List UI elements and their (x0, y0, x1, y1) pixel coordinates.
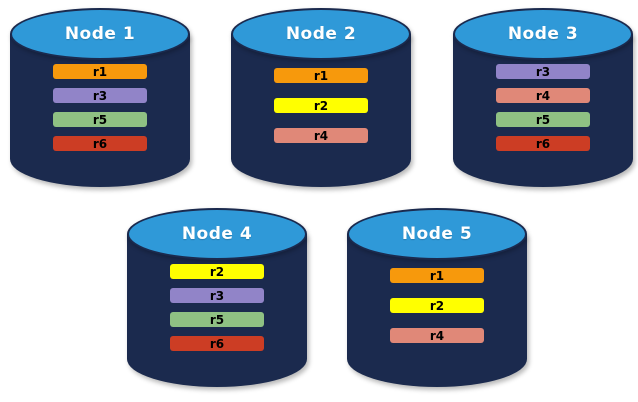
replica-label: r6 (92, 136, 108, 151)
node-5-cylinder-top: Node 5 (347, 208, 527, 260)
node-1[interactable]: Node 1 r1 r3 r5 r6 (10, 8, 190, 187)
replica-label: r2 (429, 298, 445, 313)
node-5-title: Node 5 (401, 224, 473, 244)
replica-bar-r5[interactable]: r5 (496, 112, 590, 127)
replica-bar-r3[interactable]: r3 (53, 88, 147, 103)
node-3-title: Node 3 (507, 24, 579, 44)
node-3[interactable]: Node 3 r3 r4 r5 r6 (453, 8, 633, 187)
node-3-replica-stack: r3 r4 r5 r6 (453, 64, 633, 151)
node-4-cylinder-top: Node 4 (127, 208, 307, 260)
node-1-replica-stack: r1 r3 r5 r6 (10, 64, 190, 151)
replica-label: r5 (92, 112, 108, 127)
replica-bar-r3[interactable]: r3 (496, 64, 590, 79)
replica-label: r5 (535, 112, 551, 127)
replica-label: r4 (535, 88, 551, 103)
replica-bar-r1[interactable]: r1 (390, 268, 484, 283)
replica-bar-r4[interactable]: r4 (390, 328, 484, 343)
replica-label: r6 (535, 136, 551, 151)
replica-label: r3 (209, 288, 225, 303)
replica-bar-r1[interactable]: r1 (53, 64, 147, 79)
replica-bar-r4[interactable]: r4 (274, 128, 368, 143)
replica-bar-r2[interactable]: r2 (274, 98, 368, 113)
replica-label: r1 (429, 268, 445, 283)
replica-bar-r2[interactable]: r2 (390, 298, 484, 313)
replica-bar-r6[interactable]: r6 (170, 336, 264, 351)
replica-bar-r4[interactable]: r4 (496, 88, 590, 103)
node-4[interactable]: Node 4 r2 r3 r5 r6 (127, 208, 307, 387)
replica-bar-r1[interactable]: r1 (274, 68, 368, 83)
node-2-title: Node 2 (285, 24, 357, 44)
replica-label: r4 (313, 128, 329, 143)
node-1-title: Node 1 (64, 24, 136, 44)
node-4-title: Node 4 (181, 224, 253, 244)
replica-label: r2 (313, 98, 329, 113)
node-2-replica-stack: r1 r2 r4 (231, 68, 411, 143)
node-1-cylinder-top: Node 1 (10, 8, 190, 60)
node-4-replica-stack: r2 r3 r5 r6 (127, 264, 307, 351)
replica-label: r1 (313, 68, 329, 83)
replica-label: r2 (209, 264, 225, 279)
replica-label: r1 (92, 64, 108, 79)
replica-bar-r2[interactable]: r2 (170, 264, 264, 279)
replica-label: r3 (92, 88, 108, 103)
node-5[interactable]: Node 5 r1 r2 r4 (347, 208, 527, 387)
node-3-cylinder-top: Node 3 (453, 8, 633, 60)
replica-bar-r6[interactable]: r6 (53, 136, 147, 151)
replica-label: r3 (535, 64, 551, 79)
node-5-replica-stack: r1 r2 r4 (347, 268, 527, 343)
node-2[interactable]: Node 2 r1 r2 r4 (231, 8, 411, 187)
replica-bar-r5[interactable]: r5 (53, 112, 147, 127)
node-2-cylinder-top: Node 2 (231, 8, 411, 60)
replica-label: r6 (209, 336, 225, 351)
replica-bar-r6[interactable]: r6 (496, 136, 590, 151)
replica-label: r5 (209, 312, 225, 327)
replica-bar-r3[interactable]: r3 (170, 288, 264, 303)
replica-bar-r5[interactable]: r5 (170, 312, 264, 327)
replica-label: r4 (429, 328, 445, 343)
